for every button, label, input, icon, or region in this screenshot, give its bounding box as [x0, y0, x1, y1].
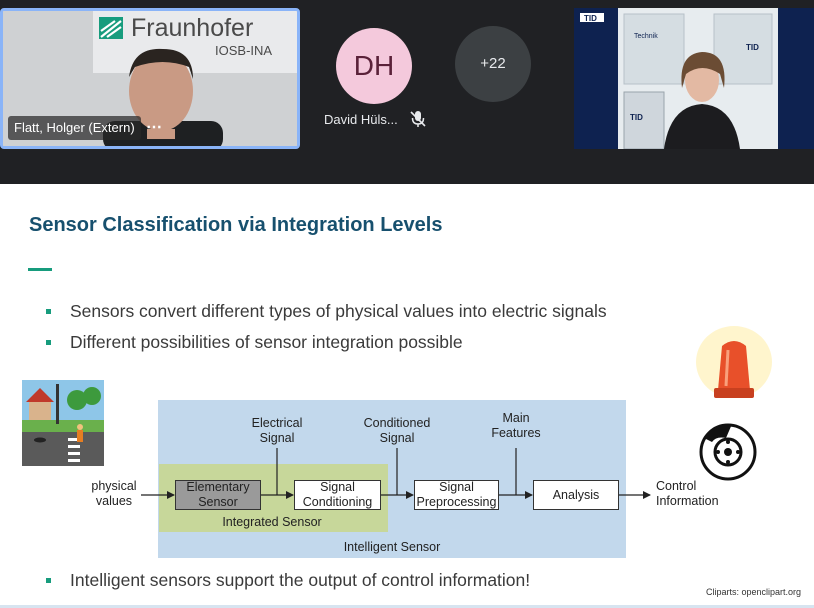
participant-name-david: David Hüls...: [324, 112, 398, 127]
street-clipart-icon: [22, 380, 104, 466]
slide-bottom-rule: [0, 605, 814, 608]
more-options-icon[interactable]: ⋯: [146, 119, 163, 136]
more-participants-button[interactable]: +22: [455, 26, 531, 102]
fraunhofer-logo-icon: [99, 17, 123, 39]
brake-disk-icon: [699, 423, 757, 481]
participant-strip: Fraunhofer IOSB-INA Flatt, Holger (Exter…: [0, 0, 814, 184]
warning-beacon-icon: [696, 326, 772, 398]
fraunhofer-logo-sub: IOSB-INA: [215, 43, 272, 58]
title-accent-rule: [28, 268, 52, 271]
clipart-credit: Cliparts: openclipart.org: [705, 587, 801, 597]
mic-off-icon: [410, 111, 426, 127]
tid-sign-c: TID: [630, 113, 643, 122]
participant-name-flatt: Flatt, Holger (Extern): [8, 116, 141, 140]
tid-sign-a: TID: [584, 14, 597, 23]
intelligent-sensor-label: Intelligent Sensor: [343, 540, 441, 554]
bullet-square-icon: [46, 309, 51, 314]
bullet-square-icon: [46, 578, 51, 583]
integrated-sensor-label: Integrated Sensor: [222, 515, 322, 529]
video-tile-flatt[interactable]: Fraunhofer IOSB-INA Flatt, Holger (Exter…: [0, 8, 300, 149]
video-feed-flatt: Fraunhofer IOSB-INA: [3, 11, 297, 146]
bullet-square-icon: [46, 340, 51, 345]
shared-slide: Sensor Classification via Integration Le…: [0, 184, 814, 608]
avatar-david[interactable]: DH: [336, 28, 412, 104]
analysis-box: Analysis: [533, 480, 619, 510]
slide-title: Sensor Classification via Integration Le…: [29, 214, 443, 236]
tid-sign-b: TID: [746, 43, 759, 52]
video-tile-presenter[interactable]: TID Technik TID TID: [574, 8, 814, 149]
video-feed-presenter: TID Technik TID TID: [574, 8, 814, 149]
tid-sign-d: Technik: [634, 33, 658, 40]
fraunhofer-logo-text: Fraunhofer: [131, 14, 253, 42]
diagram-graphics: [22, 326, 772, 499]
